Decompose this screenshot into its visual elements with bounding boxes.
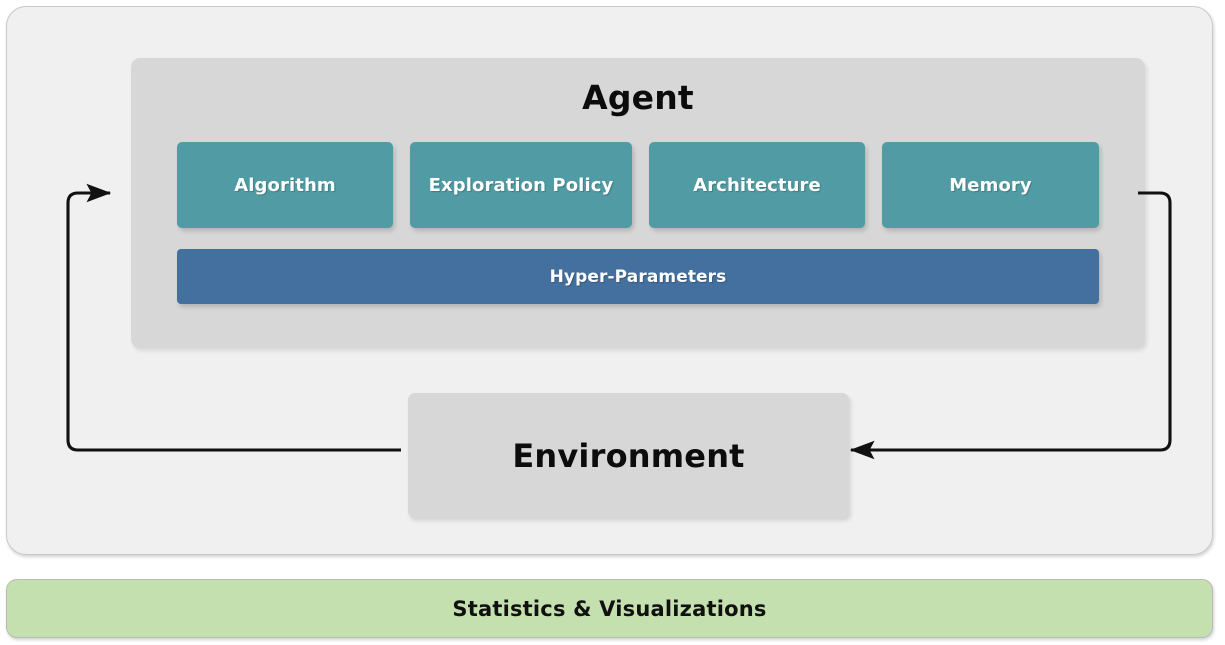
agent-title: Agent (582, 78, 694, 117)
agent-component-architecture[interactable]: Architecture (649, 142, 865, 228)
agent-hyperparameters-bar[interactable]: Hyper-Parameters (177, 249, 1099, 304)
statistics-visualizations-bar[interactable]: Statistics & Visualizations (6, 579, 1213, 638)
agent-component-row: Algorithm Exploration Policy Architectur… (177, 142, 1099, 228)
agent-panel[interactable]: Agent Algorithm Exploration Policy Archi… (131, 58, 1145, 348)
agent-hyperparameters-label: Hyper-Parameters (549, 266, 727, 287)
agent-component-algorithm-label: Algorithm (234, 174, 336, 196)
agent-component-algorithm[interactable]: Algorithm (177, 142, 393, 228)
environment-box[interactable]: Environment (408, 393, 849, 518)
statistics-visualizations-label: Statistics & Visualizations (452, 596, 767, 621)
agent-component-exploration-policy-label: Exploration Policy (428, 174, 614, 196)
agent-component-exploration-policy[interactable]: Exploration Policy (410, 142, 632, 228)
agent-component-architecture-label: Architecture (693, 174, 821, 196)
environment-label: Environment (512, 436, 745, 475)
agent-component-memory[interactable]: Memory (882, 142, 1099, 228)
agent-component-memory-label: Memory (949, 174, 1032, 196)
agent-environment-panel: Agent Algorithm Exploration Policy Archi… (6, 6, 1213, 555)
